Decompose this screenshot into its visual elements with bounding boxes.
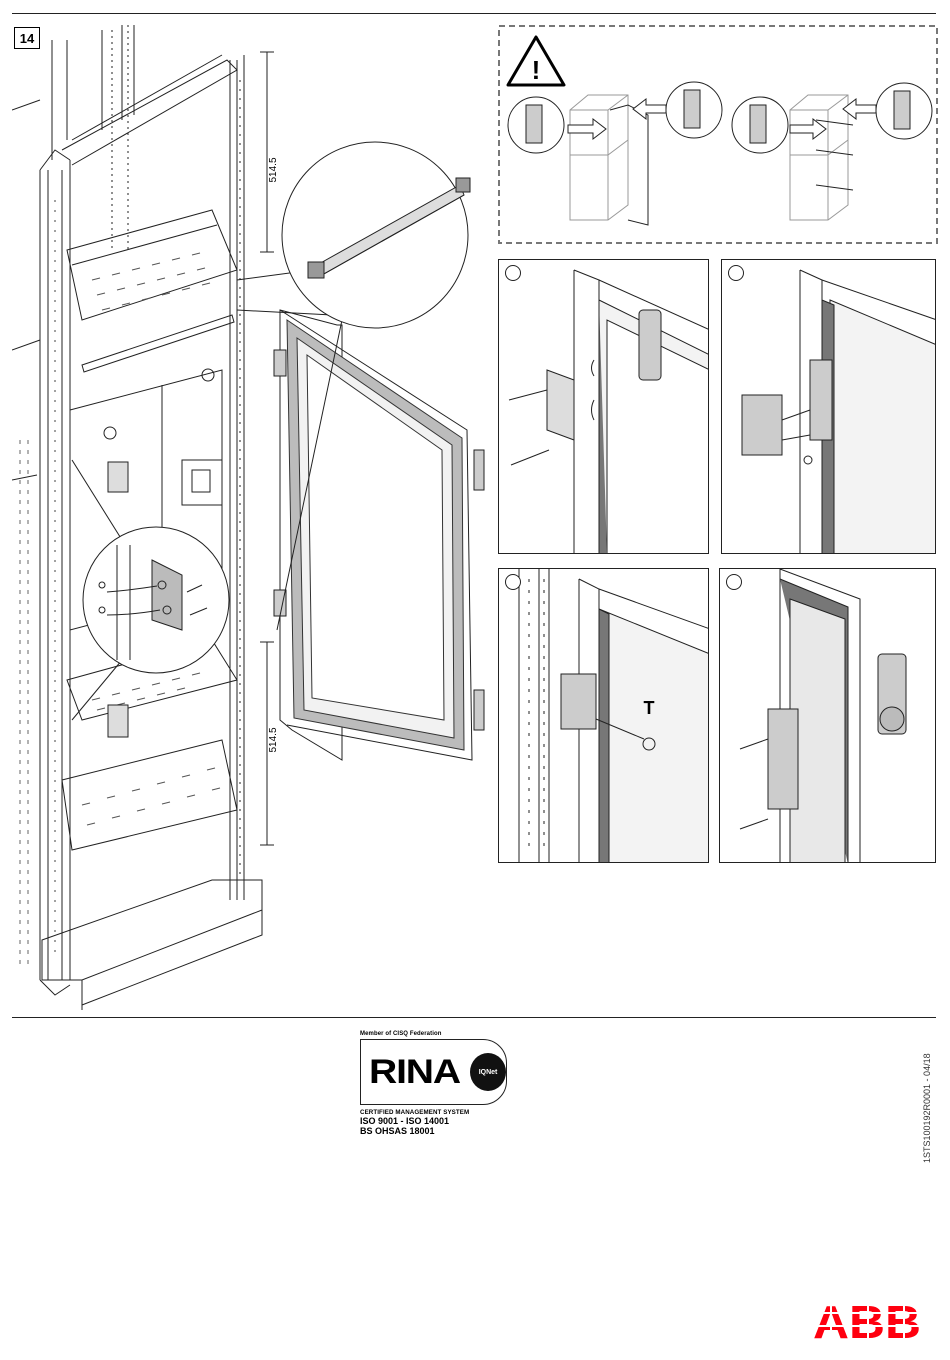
detail-4-illustration	[720, 569, 936, 863]
detail-1-illustration	[499, 260, 709, 554]
dimension-label-top: 514.5	[268, 157, 279, 182]
iso-standards: ISO 9001 - ISO 14001	[360, 1116, 510, 1126]
iqnet-seal: IQNet	[470, 1053, 506, 1091]
warning-symbol: !	[532, 55, 541, 85]
detail-number-circle	[505, 265, 521, 281]
top-rule	[12, 13, 936, 14]
document-code: 1STS100192R0001 - 04/18	[922, 1053, 932, 1163]
cabinet-assembly-illustration: 514.5 514.5	[12, 20, 492, 1010]
detail-panel-1	[498, 259, 709, 554]
detail-panel-3: T	[498, 568, 709, 863]
cisq-member-text: Member of CISQ Federation	[360, 1031, 510, 1037]
detail-number-circle	[505, 574, 521, 590]
footer-rule	[12, 1017, 936, 1018]
ohsas-standard: BS OHSAS 18001	[360, 1126, 510, 1136]
rina-brand: RINA	[369, 1053, 460, 1092]
step-number: 14	[14, 27, 40, 49]
detail-panel-4	[719, 568, 936, 863]
detail-2-illustration	[722, 260, 936, 554]
detail-number-circle	[728, 265, 744, 281]
certification-block: Member of CISQ Federation RINA IQNet CER…	[360, 1031, 510, 1136]
warning-panel: !	[498, 25, 938, 245]
detail-3-illustration: T	[499, 569, 709, 863]
rina-logo: RINA IQNet	[360, 1039, 507, 1105]
screw-callout-label: T	[644, 698, 655, 718]
management-system-label: CERTIFIED MANAGEMENT SYSTEM	[360, 1109, 510, 1116]
dimension-label-bottom: 514.5	[268, 727, 279, 752]
abb-logo: ABB	[813, 1300, 923, 1342]
detail-panel-2	[721, 259, 936, 554]
detail-number-circle	[726, 574, 742, 590]
